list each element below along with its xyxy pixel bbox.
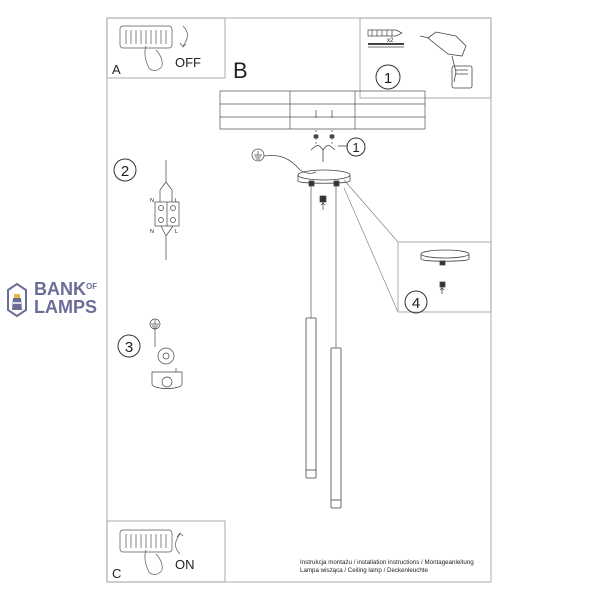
detail-leader-lines (343, 179, 399, 313)
step-4-number: 4 (412, 295, 420, 312)
step-1-badge (375, 64, 401, 90)
page-frame (106, 17, 492, 583)
step-3-grounding: 3 (117, 318, 183, 389)
panel-c-letter: C (112, 566, 121, 581)
switch-off-icon (119, 25, 188, 71)
panel-a: A OFF (106, 17, 226, 79)
terminal-block-icon (154, 160, 180, 260)
step-3-badge (117, 334, 141, 358)
panel-a-letter: A (112, 62, 121, 77)
ceiling-screws (313, 110, 335, 146)
pendant-tube-left (305, 317, 317, 479)
pendant-cables (310, 186, 337, 348)
logo-lamps-text: LAMPS (34, 297, 97, 317)
step-2-number: 2 (121, 163, 129, 180)
logo-of-text: OF (86, 282, 98, 291)
terminal-n-bottom: N (150, 229, 154, 235)
canopy (297, 169, 351, 187)
step-3-number: 3 (125, 339, 133, 356)
wall-anchor-icon (367, 29, 404, 48)
anchor-count: x2 (387, 38, 394, 44)
lighthouse-icon (7, 282, 27, 318)
off-label: OFF (175, 55, 201, 70)
pendant-tube-right (330, 347, 342, 509)
detail-4-panel: 4 (397, 241, 492, 314)
footer-caption: Instrukcja montażu / installation instru… (300, 559, 474, 575)
step-2-badge (113, 158, 137, 182)
ground-terminal-icon (149, 318, 183, 389)
step-2-wiring: 2 N L N L (113, 158, 180, 260)
panel-c: C ON (106, 520, 226, 583)
mounting-bracket (310, 145, 348, 162)
step-1-bracket-number: 1 (352, 140, 359, 155)
drill-icon (419, 31, 473, 89)
footer-line-1: Instrukcja montażu / installation instru… (300, 559, 474, 566)
step-1-number: 1 (384, 70, 392, 87)
canopy-detail-icon (420, 249, 470, 294)
tools-panel: x2 1 (359, 17, 492, 99)
step-4-badge (404, 290, 428, 314)
logo-bank-text: BANK (34, 279, 86, 299)
switch-on-icon (119, 529, 184, 575)
terminal-l-bottom: L (175, 229, 178, 235)
terminal-l-top: L (175, 198, 178, 204)
on-label: ON (175, 557, 195, 572)
panel-b-letter: B (233, 58, 248, 83)
terminal-n-top: N (150, 198, 154, 204)
set-screw-icon (319, 195, 327, 210)
step-1-bracket-badge (346, 137, 366, 157)
ceiling-slab (219, 90, 426, 130)
ground-symbol-icon (251, 148, 317, 174)
footer-line-2: Lampa wisząca / Ceiling lamp / Deckenleu… (300, 567, 428, 574)
